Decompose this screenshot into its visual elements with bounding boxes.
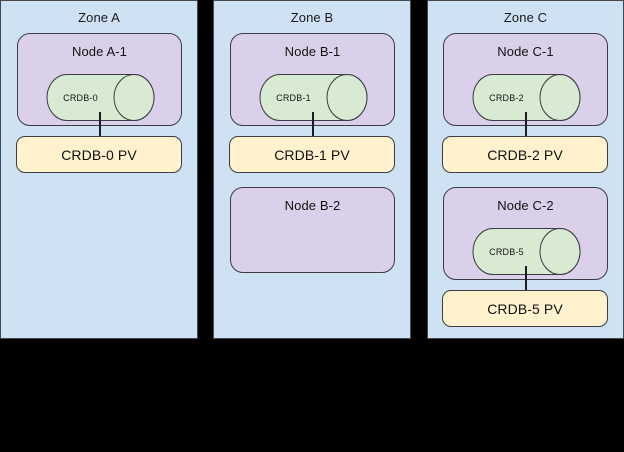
database-cylinder-crdb-5[interactable]: CRDB-5 <box>472 228 581 275</box>
persistent-volume-crdb-0-pv[interactable]: CRDB-0 PV <box>16 136 182 173</box>
persistent-volume-crdb-1-pv[interactable]: CRDB-1 PV <box>229 136 395 173</box>
zone-title: Zone B <box>290 10 334 25</box>
persistent-volume-crdb-2-pv[interactable]: CRDB-2 PV <box>442 136 608 173</box>
cylinder-shape-icon <box>472 228 581 275</box>
persistent-volume-label: CRDB-1 PV <box>274 146 350 163</box>
zone-title: Zone C <box>503 10 548 25</box>
database-cylinder-crdb-1[interactable]: CRDB-1 <box>259 74 368 121</box>
zone-title: Zone A <box>78 10 120 25</box>
connector-line <box>99 112 101 137</box>
cylinder-shape-icon <box>472 74 581 121</box>
node-label: Node A-1 <box>71 44 127 59</box>
connector-line <box>525 266 527 291</box>
persistent-volume-label: CRDB-5 PV <box>487 300 563 317</box>
node-label: Node C-1 <box>497 44 554 59</box>
persistent-volume-label: CRDB-2 PV <box>487 146 563 163</box>
persistent-volume-crdb-5-pv[interactable]: CRDB-5 PV <box>442 290 608 327</box>
cylinder-shape-icon <box>46 74 155 121</box>
connector-line <box>312 112 314 137</box>
connector-line <box>525 112 527 137</box>
node-label: Node B-2 <box>284 198 341 213</box>
cylinder-shape-icon <box>259 74 368 121</box>
node-box-node-b-2[interactable]: Node B-2 <box>230 187 395 273</box>
database-cylinder-crdb-0[interactable]: CRDB-0 <box>46 74 155 121</box>
persistent-volume-label: CRDB-0 PV <box>61 146 137 163</box>
node-label: Node B-1 <box>284 44 341 59</box>
node-label: Node C-2 <box>497 198 554 213</box>
